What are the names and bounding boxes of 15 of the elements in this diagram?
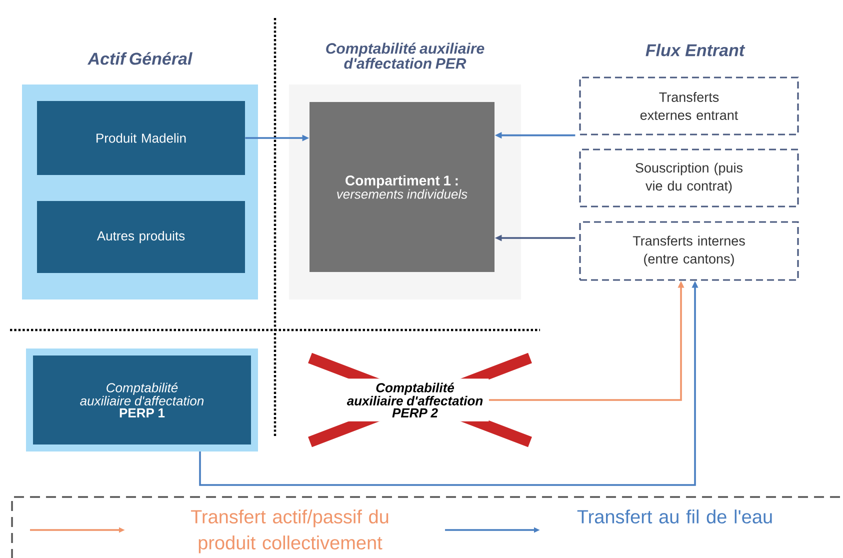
node-label: Comptabilité auxiliaire d'affectation	[346, 382, 483, 406]
compartment-box: Compartiment 1 : versements individuels	[310, 102, 494, 272]
account-box: Comptabilité auxiliaire d'affectation PERP 1	[26, 348, 258, 452]
product-box: Produit Madelin	[37, 101, 245, 175]
legend-text: Transfert actif/passif du produit collectivement	[191, 510, 388, 554]
column-heading: Flux Entrant	[646, 44, 746, 56]
flow-box: Transferts internes (entre cantons)	[579, 221, 799, 281]
product-box: Autres produits	[37, 201, 245, 273]
node-label: Actif Général	[87, 52, 192, 65]
node-label: PERP 2	[392, 408, 438, 418]
crossed-out-box: Comptabilité auxiliaire d'affectation PERP 2	[341, 378, 489, 422]
flow-box: Transferts externes entrant	[579, 76, 799, 136]
legend-text: Transfert au fil de l'eau	[577, 510, 772, 524]
node-label: Comptabilité auxiliaire d'affectation PER	[326, 42, 484, 69]
flow-box: Souscription (puis vie du contrat)	[579, 148, 799, 208]
